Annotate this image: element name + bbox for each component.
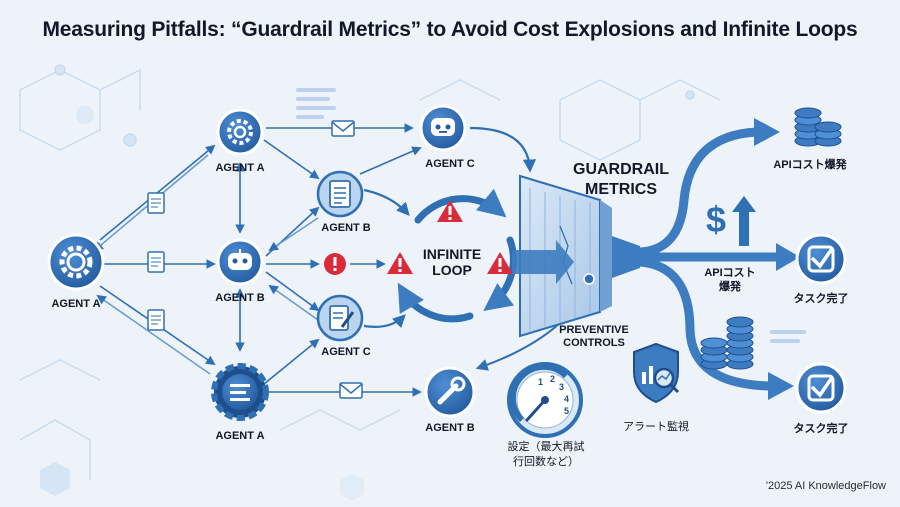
agent-label-bottom-a: AGENT A	[215, 430, 265, 442]
page-title: Measuring Pitfalls: “Guardrail Metrics” …	[42, 18, 858, 41]
output-task-done-2: タスク完了	[793, 423, 849, 435]
document-icon	[147, 251, 165, 273]
agent-node-top-a	[216, 108, 264, 156]
agent-node-doc-b	[316, 170, 364, 218]
agent-label-doc-b: AGENT B	[321, 222, 371, 234]
guardrail-label-line1: GUARDRAIL	[573, 161, 669, 178]
loop-label-line1: INFINITE	[422, 246, 482, 262]
coins-icon	[700, 316, 754, 370]
gauge-tick-3: 3	[559, 382, 564, 392]
output-arrows	[635, 127, 785, 391]
preventive-line1: PREVENTIVE	[559, 324, 629, 336]
output-arrowheads	[754, 118, 800, 400]
document-icon	[147, 192, 165, 214]
envelope-icon	[331, 120, 355, 137]
agent-label-wrench-b: AGENT B	[425, 422, 475, 434]
agent-label-robot-c: AGENT C	[425, 158, 475, 170]
alert-icon	[324, 253, 346, 275]
agent-label-mid-b: AGENT B	[215, 292, 265, 304]
agent-node-robot-c	[419, 104, 467, 152]
warning-icon	[437, 200, 463, 222]
gauge-tick-4: 4	[564, 394, 569, 404]
preventive-controls-label: PREVENTIVE CONTROLS	[548, 324, 640, 350]
envelope-icon	[339, 382, 363, 399]
gauge-tick-2: 2	[550, 374, 555, 384]
settings-label-line1: 設定（最大再試	[507, 441, 585, 453]
output-api-cost-mid-line2: 爆発	[719, 281, 741, 293]
check-icon	[795, 362, 847, 414]
agent-label-left: AGENT A	[51, 298, 101, 310]
output-api-cost-top: APIコスト爆発	[773, 159, 847, 171]
loop-label: INFINITE LOOP	[410, 246, 494, 278]
loop-label-line2: LOOP	[432, 262, 472, 278]
coins-icon	[794, 107, 842, 147]
gauge-icon: 1 2 3 4 5	[507, 362, 583, 438]
check-icon	[795, 233, 847, 285]
guardrail-label: GUARDRAIL METRICS	[556, 160, 686, 200]
shield-icon	[633, 342, 680, 404]
settings-label: 設定（最大再試 行回数など）	[490, 440, 602, 470]
guardrail-label-line2: METRICS	[585, 181, 657, 198]
agent-label-top-a: AGENT A	[215, 162, 265, 174]
agent-node-left	[47, 233, 105, 291]
agent-label-edit-c: AGENT C	[321, 346, 371, 358]
dollar-icon: $	[706, 196, 756, 246]
output-api-cost-mid-line1: APIコスト	[704, 267, 756, 279]
gauge-tick-1: 1	[538, 377, 543, 387]
agent-node-mid-b	[216, 238, 264, 286]
warning-icon	[487, 252, 513, 274]
agent-node-edit-c	[316, 294, 364, 342]
output-api-cost-mid: APIコスト 爆発	[690, 266, 770, 294]
copyright: '2025 AI KnowledgeFlow	[765, 480, 886, 492]
gauge-tick-5: 5	[564, 406, 569, 416]
warning-icon	[387, 252, 413, 274]
document-icon	[147, 309, 165, 331]
infinite-loop-ring	[397, 188, 517, 323]
alert-monitor-label: アラート監視	[623, 421, 689, 433]
text-lines-decoration	[296, 88, 806, 343]
settings-label-line2: 行回数など）	[513, 456, 579, 468]
svg-text:$: $	[706, 199, 726, 240]
preventive-line2: CONTROLS	[563, 337, 625, 349]
loop-to-guardrail-arrow	[512, 240, 574, 284]
background-decoration	[19, 64, 721, 501]
output-task-done-1: タスク完了	[793, 293, 849, 305]
agent-node-bottom-a	[211, 363, 269, 421]
agent-node-wrench-b	[424, 366, 476, 418]
